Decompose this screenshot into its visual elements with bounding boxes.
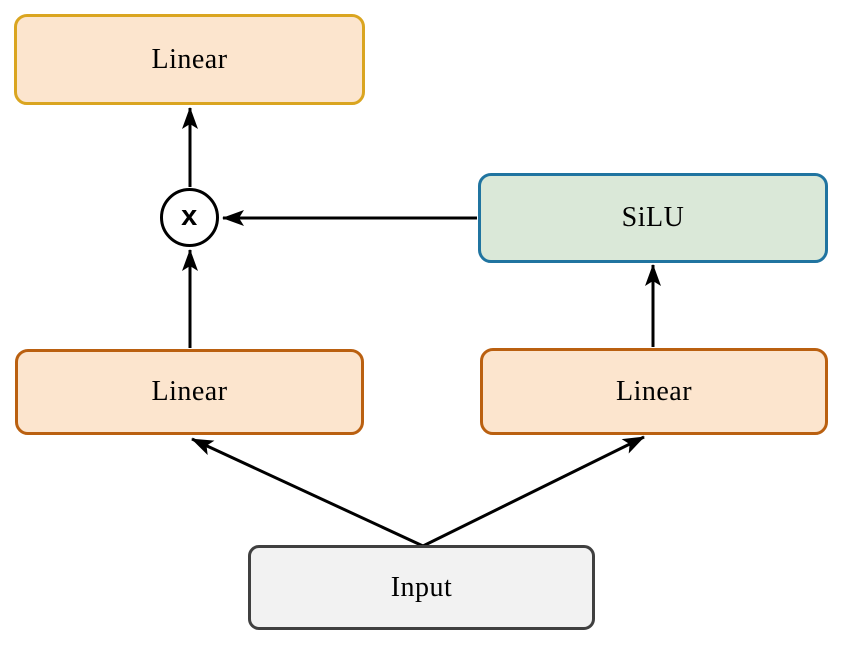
multiply-node: x (160, 188, 219, 247)
multiply-icon: x (181, 200, 198, 232)
node-silu: SiLU (478, 173, 828, 263)
node-right-linear-label: Linear (615, 375, 693, 407)
node-input-label: Input (390, 571, 453, 603)
node-output-linear-label: Linear (151, 43, 228, 75)
node-left-linear: Linear (15, 349, 364, 435)
node-silu-label: SiLU (621, 202, 685, 233)
node-output-linear: Linear (14, 14, 365, 105)
edge-input-to-right-linear (422, 435, 645, 548)
node-input: Input (248, 545, 595, 630)
edge-input-to-left-linear (191, 437, 424, 548)
node-left-linear-label: Linear (151, 376, 228, 407)
node-right-linear: Linear (480, 348, 828, 435)
